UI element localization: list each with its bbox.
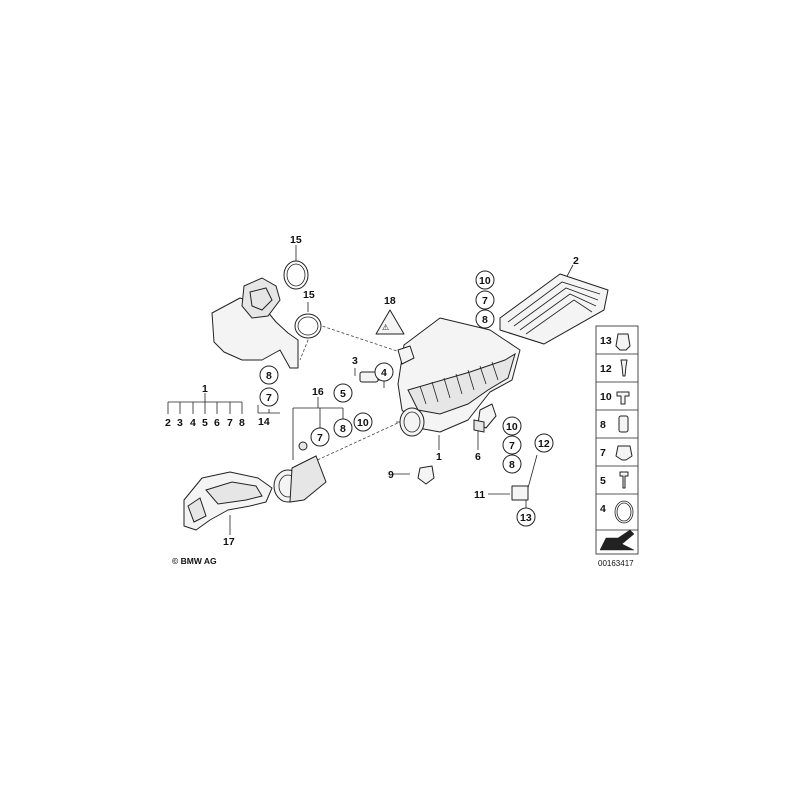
circle-callout-7: 7 <box>509 440 515 452</box>
group-1-items: 2 3 4 5 6 7 8 <box>165 417 245 429</box>
group-item: 3 <box>177 417 183 429</box>
legend-item-label: 13 <box>600 335 612 347</box>
callout-3: 3 <box>352 355 358 367</box>
warning-label: ⚠ <box>375 309 405 335</box>
hose-clamp-lower <box>294 313 322 339</box>
callout-6: 6 <box>475 451 481 463</box>
copyright-text: © BMW AG <box>172 556 217 566</box>
spacer-sleeve-icon <box>618 415 629 433</box>
circle-callout-7: 7 <box>266 392 272 404</box>
air-filter-housing <box>397 317 521 437</box>
legend-item-label: 4 <box>600 503 606 515</box>
callout-14: 14 <box>258 416 270 428</box>
rubber-mount <box>417 465 435 485</box>
legend-item-label: 8 <box>600 419 606 431</box>
group-item: 5 <box>202 417 208 429</box>
circle-callout-8: 8 <box>266 370 272 382</box>
legend-item-label: 7 <box>600 447 606 459</box>
circle-callout-13: 13 <box>520 512 532 524</box>
circle-callout-5: 5 <box>340 388 346 400</box>
circle-callout-7: 7 <box>317 432 323 444</box>
callout-2: 2 <box>573 255 579 267</box>
circle-callout-8: 8 <box>482 314 488 326</box>
callout-17: 17 <box>223 536 235 548</box>
circled-callouts: 10 7 8 4 5 8 7 7 8 10 10 7 8 12 13 <box>259 270 554 527</box>
callout-15-upper: 15 <box>290 234 302 246</box>
rivet-icon <box>620 359 628 377</box>
mass-air-flow-sensor <box>273 441 327 503</box>
group-item: 7 <box>227 417 233 429</box>
air-filter-element <box>499 273 609 345</box>
callout-18: 18 <box>384 295 396 307</box>
legend-panel: 13 12 10 8 7 5 4 <box>595 325 639 555</box>
legend-item-label: 12 <box>600 363 612 375</box>
callout-16: 16 <box>312 386 324 398</box>
intake-duct <box>183 471 273 531</box>
group-item: 6 <box>214 417 220 429</box>
o-ring-icon <box>614 500 634 524</box>
diagram-number: 00163417 <box>598 559 634 568</box>
circle-callout-12: 12 <box>538 438 550 450</box>
grommet-icon <box>615 445 633 461</box>
circle-callout-8: 8 <box>509 459 515 471</box>
callout-labels: 1 2 3 6 9 11 14 15 15 16 17 18 1 <box>202 234 579 548</box>
callout-1-group: 1 <box>202 383 208 395</box>
circle-callout-7: 7 <box>482 295 488 307</box>
leader-lines <box>167 245 574 535</box>
circle-callout-4: 4 <box>381 367 387 379</box>
callout-9: 9 <box>388 469 394 481</box>
svg-text:⚠: ⚠ <box>382 323 389 332</box>
legend-item-label: 10 <box>600 391 612 403</box>
screw-icon <box>616 391 630 405</box>
circle-callout-8: 8 <box>340 423 346 435</box>
bolt-icon <box>619 471 629 489</box>
plug-icon <box>615 333 631 351</box>
group-item: 2 <box>165 417 171 429</box>
group-item: 8 <box>239 417 245 429</box>
legend-item-label: 5 <box>600 475 606 487</box>
group-item: 4 <box>190 417 196 429</box>
hose-clamp-upper <box>283 260 309 290</box>
intake-snorkel <box>211 277 299 369</box>
callout-1: 1 <box>436 451 442 463</box>
circle-callout-10: 10 <box>506 421 518 433</box>
circle-callout-10: 10 <box>479 275 491 287</box>
bracket-plate <box>511 485 529 501</box>
arrow-icon <box>599 529 635 551</box>
connector-clip <box>473 403 497 433</box>
callout-11: 11 <box>474 489 485 501</box>
callout-15-lower: 15 <box>303 289 315 301</box>
circle-callout-10: 10 <box>357 417 369 429</box>
